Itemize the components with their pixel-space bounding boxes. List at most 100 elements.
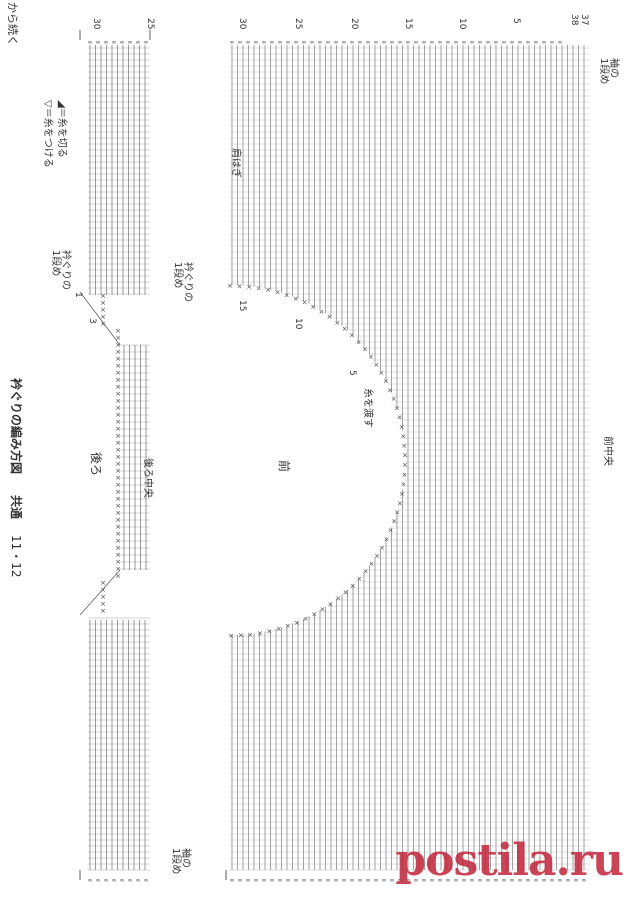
chart-stitch-symbol: ∞: [398, 877, 403, 884]
chart-stitch-symbol: ∞: [120, 877, 125, 884]
chart-stitch-symbol: ×: [310, 303, 316, 311]
chart-stitch-symbol: ×: [383, 378, 389, 386]
chart-stitch-symbol: ∞: [358, 877, 363, 884]
chart-stitch-symbol: ∞: [230, 39, 235, 46]
chart-stitch-symbol: ∞: [254, 39, 259, 46]
chart-stitch-symbol: ×: [256, 284, 262, 292]
chart-stitch-symbol: ∞: [438, 39, 443, 46]
chart-stitch-symbol: ∞: [96, 39, 101, 46]
chart-stitch-symbol: ∞: [454, 39, 459, 46]
chart-stitch-symbol: ×: [115, 334, 121, 342]
chart-stitch-symbol: ×: [400, 480, 406, 488]
chart-stitch-symbol: ×: [100, 586, 106, 594]
chart-stitch-symbol: ×: [237, 282, 243, 290]
chart-stitch-symbol: ×: [384, 535, 390, 543]
chart-stitch-symbol: ∞: [350, 39, 355, 46]
chart-stitch-symbol: ∞: [550, 877, 555, 884]
chart-stitch-symbol: ∞: [566, 877, 571, 884]
front-center-label: 前中央: [602, 436, 613, 466]
chart-stitch-symbol: ∞: [326, 39, 331, 46]
chart-stitch-symbol: ∞: [486, 877, 491, 884]
chart-stitch-symbol: ∞: [422, 877, 427, 884]
back-side-marker-3: 3: [87, 318, 97, 324]
chart-stitch-symbol: ×: [320, 606, 326, 614]
chart-stitch-symbol: ∞: [446, 39, 451, 46]
chart-stitch-symbol: ∞: [534, 39, 539, 46]
chart-stitch-symbol: ∞: [478, 39, 483, 46]
chart-stitch-symbol: ∞: [294, 39, 299, 46]
chart-stitch-symbol: ×: [266, 628, 272, 636]
chart-stitch-symbol: ∞: [502, 877, 507, 884]
chart-stitch-symbol: ×: [238, 632, 244, 640]
front-row-marker-25: 25: [293, 18, 303, 30]
chart-stitch-symbol: ×: [399, 423, 405, 431]
chart-stitch-symbol: ∞: [88, 877, 93, 884]
chart-stitch-symbol: ∞: [270, 39, 275, 46]
front-join-label: 糸を渡す: [362, 388, 373, 428]
chart-stitch-symbol: ∞: [494, 877, 499, 884]
chart-stitch-symbol: ×: [394, 404, 400, 412]
chart-stitch-symbol: ∞: [350, 877, 355, 884]
chart-stitch-symbol: ×: [115, 327, 121, 335]
chart-stitch-symbol: ∞: [342, 39, 347, 46]
chart-stitch-symbol: ×: [356, 338, 362, 346]
chart-stitch-symbol: ×: [402, 452, 408, 460]
chart-stitch-symbol: ×: [391, 518, 397, 526]
chart-stitch-symbol: ∞: [262, 39, 267, 46]
front-label: 前: [277, 460, 291, 473]
chart-stitch-symbol: ∞: [238, 877, 243, 884]
chart-stitch-symbol: ×: [246, 283, 252, 291]
chart-stitch-symbol: ×: [356, 575, 362, 583]
chart-stitch-symbol: ∞: [430, 39, 435, 46]
chart-stitch-symbol: ∞: [550, 39, 555, 46]
chart-stitch-symbol: ×: [285, 622, 291, 630]
chart-stitch-symbol: ×: [100, 299, 106, 307]
chart-stitch-symbol: ∞: [286, 877, 291, 884]
chart-stitch-symbol: ∞: [518, 877, 523, 884]
chart-stitch-symbol: ×: [100, 579, 106, 587]
chart-stitch-symbol: ∞: [390, 877, 395, 884]
chart-stitch-symbol: ∞: [88, 39, 93, 46]
back-neck-row-label: 衿ぐりの 1段め: [50, 250, 71, 290]
chart-stitch-symbol: ∞: [582, 877, 587, 884]
chart-stitch-symbol: ×: [400, 432, 406, 440]
back-side-marker-1: 1: [73, 292, 83, 298]
chart-stitch-symbol: ×: [275, 289, 281, 297]
chart-stitch-symbol: ∞: [374, 39, 379, 46]
chart-stitch-symbol: ×: [368, 353, 374, 361]
chart-stitch-symbol: ×: [388, 527, 394, 535]
continue-label: から続く: [6, 2, 19, 46]
chart-stitch-symbol: ∞: [366, 877, 371, 884]
chart-stitch-symbol: ×: [373, 361, 379, 369]
chart-stitch-symbol: ∞: [286, 39, 291, 46]
chart-stitch-symbol: ∞: [398, 39, 403, 46]
chart-stitch-symbol: ∞: [374, 877, 379, 884]
chart-stitch-symbol: ×: [227, 282, 233, 290]
legend-attach: ▽＝糸をつける: [42, 100, 53, 168]
chart-stitch-symbol: ∞: [542, 877, 547, 884]
chart-stitch-symbol: ∞: [558, 877, 563, 884]
chart-stitch-symbol: ∞: [414, 877, 419, 884]
chart-stitch-symbol: ∞: [326, 877, 331, 884]
chart-stitch-symbol: ∞: [238, 39, 243, 46]
chart-stitch-symbol: ×: [247, 631, 253, 639]
chart-stitch-symbol: ×: [293, 295, 299, 303]
chart-stitch-symbol: ∞: [262, 877, 267, 884]
chart-stitch-symbol: ∞: [128, 39, 133, 46]
chart-stitch-symbol: ∞: [144, 877, 149, 884]
watermark-logo: postila.ru: [395, 835, 624, 886]
chart-stitch-symbol: ×: [402, 471, 408, 479]
chart-stitch-symbol: ×: [342, 325, 348, 333]
chart-stitch-symbol: ×: [265, 286, 271, 294]
chart-stitch-symbol: ×: [228, 632, 234, 640]
front-shoulder-label: 肩はぎ: [230, 148, 241, 178]
chart-stitch-symbol: ∞: [270, 877, 275, 884]
chart-stitch-symbol: ∞: [486, 39, 491, 46]
chart-stitch-symbol: ∞: [414, 39, 419, 46]
chart-stitch-symbol: ×: [399, 490, 405, 498]
chart-stitch-symbol: ×: [350, 582, 356, 590]
back-row-marker-30: 30: [91, 18, 101, 30]
chart-stitch-symbol: ∞: [104, 877, 109, 884]
chart-stitch-symbol: ∞: [334, 877, 339, 884]
chart-stitch-symbol: ∞: [438, 877, 443, 884]
